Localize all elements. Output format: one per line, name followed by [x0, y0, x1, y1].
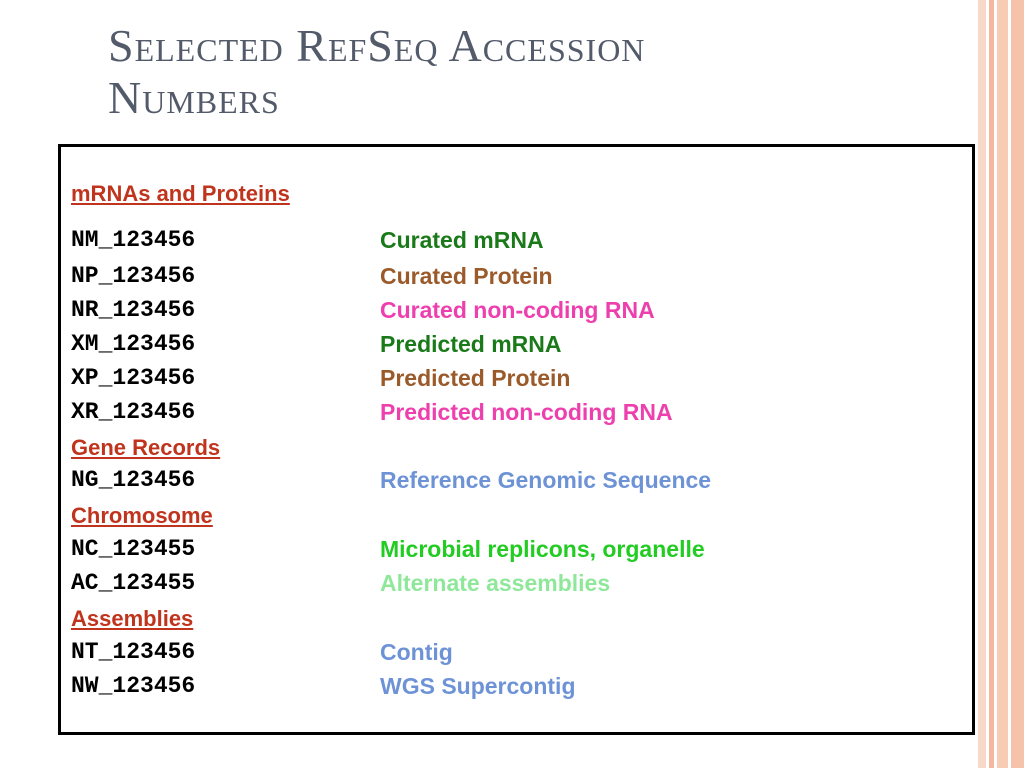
accession-code: NP_123456	[71, 263, 196, 289]
accession-code: NG_123456	[71, 467, 196, 493]
accession-description: Predicted mRNA	[380, 331, 562, 357]
accession-code: NR_123456	[71, 297, 196, 323]
accession-description: Predicted non-coding RNA	[380, 399, 673, 425]
section-gene-records: Gene Records	[71, 435, 221, 460]
accession-table-box: mRNAs and Proteins NM_123456 Curated mRN…	[58, 144, 975, 735]
decorative-stripe	[1008, 0, 1011, 768]
section-chromosome: Chromosome	[71, 503, 213, 528]
accession-code: XM_123456	[71, 331, 196, 357]
accession-description: Microbial replicons, organelle	[380, 536, 705, 562]
section-mrnas-proteins: mRNAs and Proteins	[71, 181, 290, 206]
decorative-stripe	[994, 0, 997, 768]
decorative-stripe	[997, 0, 1008, 768]
title-line-1: Selected RefSeq Accession	[108, 20, 646, 71]
accession-code: NT_123456	[71, 639, 196, 665]
accession-description: Curated mRNA	[380, 227, 544, 253]
title-line-2: Numbers	[108, 72, 280, 123]
accession-code: NM_123456	[71, 227, 196, 253]
accession-description: Curated non-coding RNA	[380, 297, 655, 323]
accession-code: NW_123456	[71, 673, 196, 699]
decorative-stripe	[978, 0, 986, 768]
accession-description: Predicted Protein	[380, 365, 571, 391]
section-assemblies: Assemblies	[71, 606, 194, 631]
accession-description: Alternate assemblies	[380, 570, 611, 596]
decorative-stripe	[1011, 0, 1024, 768]
decorative-stripe	[986, 0, 989, 768]
slide-title: Selected RefSeq Accession Numbers	[108, 20, 948, 124]
accession-description: Curated Protein	[380, 263, 553, 289]
accession-description: Contig	[380, 639, 453, 665]
accession-code: XR_123456	[71, 399, 196, 425]
accession-description: WGS Supercontig	[380, 673, 576, 699]
decorative-stripe	[989, 0, 994, 768]
accession-description: Reference Genomic Sequence	[380, 467, 712, 493]
accession-code: AC_123455	[71, 570, 196, 596]
accession-code: XP_123456	[71, 365, 196, 391]
accession-code: NC_123455	[71, 536, 196, 562]
